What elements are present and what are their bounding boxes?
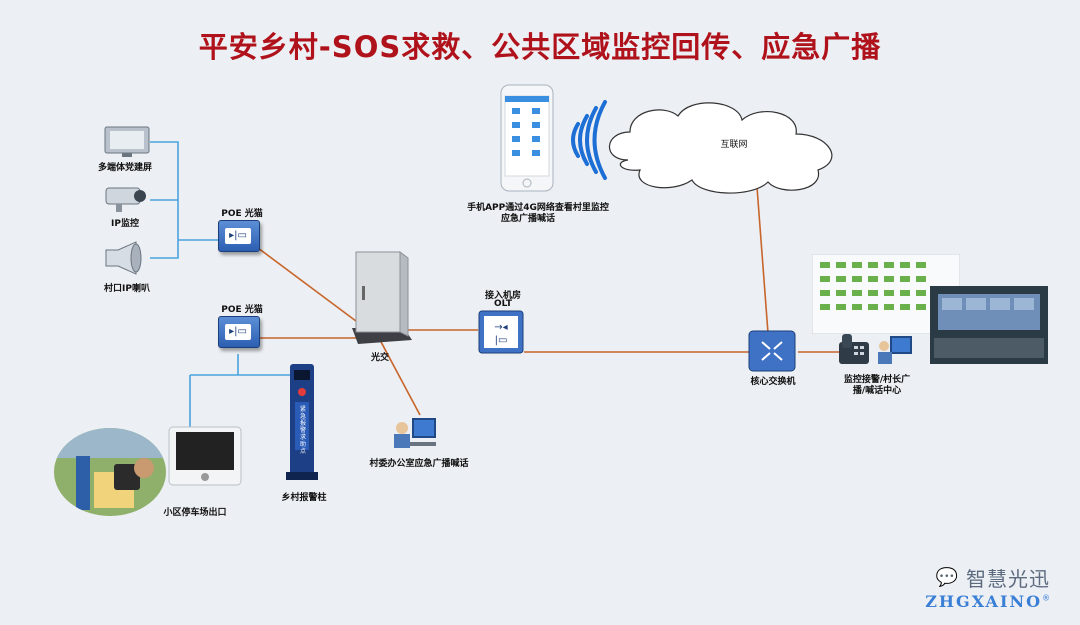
registered-mark: ® (1042, 593, 1050, 603)
poe-optical-modem-mid[interactable]: ▸|▭ (218, 316, 260, 348)
watermark-en: ZHGXAINO (925, 592, 1042, 611)
internet-cloud-icon (608, 102, 833, 194)
monitor-center-label-line1: 监控接警/村长广 (843, 375, 911, 385)
olt-label-line1: 接入机房 (484, 291, 521, 301)
sos-alarm-pole-icon[interactable]: 紧急报警求助点 (286, 362, 320, 488)
poe-top-label: POE 光猫 (221, 209, 263, 219)
ip-camera-label: IP监控 (111, 219, 139, 229)
lan-links-top (150, 141, 220, 259)
cabinet-label: 光交 (370, 353, 389, 363)
network-port-icon: ▸|▭ (225, 324, 251, 340)
optical-cabinet-icon[interactable] (346, 250, 416, 350)
smartphone-icon[interactable] (500, 84, 554, 198)
speaker-icon (102, 240, 148, 280)
face-recognition-terminal-icon[interactable] (168, 426, 244, 492)
svg-text:|▭: |▭ (495, 335, 508, 346)
poe-optical-modem-top[interactable]: ▸|▭ (218, 220, 260, 252)
wifi-signal-icon (571, 100, 607, 180)
svg-text:→◂: →◂ (494, 322, 507, 333)
desk-phone-icon (838, 332, 872, 370)
display-screen-icon (104, 126, 150, 162)
page-title: 平安乡村-SOS求救、公共区域监控回传、应急广播 (198, 30, 882, 64)
sos-pole-text: 紧急报警求助点 (300, 406, 307, 455)
olt-device-icon[interactable]: →◂ |▭ (478, 310, 526, 360)
monitor-center-label-line2: 播/喊话中心 (852, 386, 902, 396)
watermark-cn: 智慧光迅 (966, 567, 1050, 591)
control-room-photo (930, 286, 1048, 364)
phone-app-label-line2: 应急广播喊话 (500, 214, 555, 224)
ip-camera-icon (104, 182, 150, 218)
parking-exit-photo (54, 428, 166, 516)
fiber-links (257, 186, 840, 416)
olt-label-line2: OLT (493, 299, 513, 309)
operator-computer-icon (876, 334, 916, 370)
brand-watermark: 💬 智慧光迅 ZHGXAINO® (925, 563, 1050, 611)
speaker-label: 村口IP喇叭 (104, 284, 150, 294)
office-computer-icon (392, 416, 438, 456)
core-switch-icon[interactable] (748, 330, 800, 378)
wechat-icon: 💬 (935, 567, 958, 588)
internet-label: 互联网 (720, 140, 748, 150)
parking-exit-label: 小区停车场出口 (163, 508, 227, 518)
core-switch-label: 核心交换机 (750, 377, 796, 387)
village-office-label: 村委办公室应急广播喊话 (369, 459, 469, 469)
display-label: 多端体党建屏 (97, 163, 152, 173)
phone-app-label-line1: 手机APP通过4G网络查看村里监控 (467, 203, 609, 213)
network-port-icon: ▸|▭ (225, 228, 251, 244)
poe-mid-label: POE 光猫 (221, 305, 263, 315)
sos-pole-label: 乡村报警柱 (281, 493, 327, 503)
